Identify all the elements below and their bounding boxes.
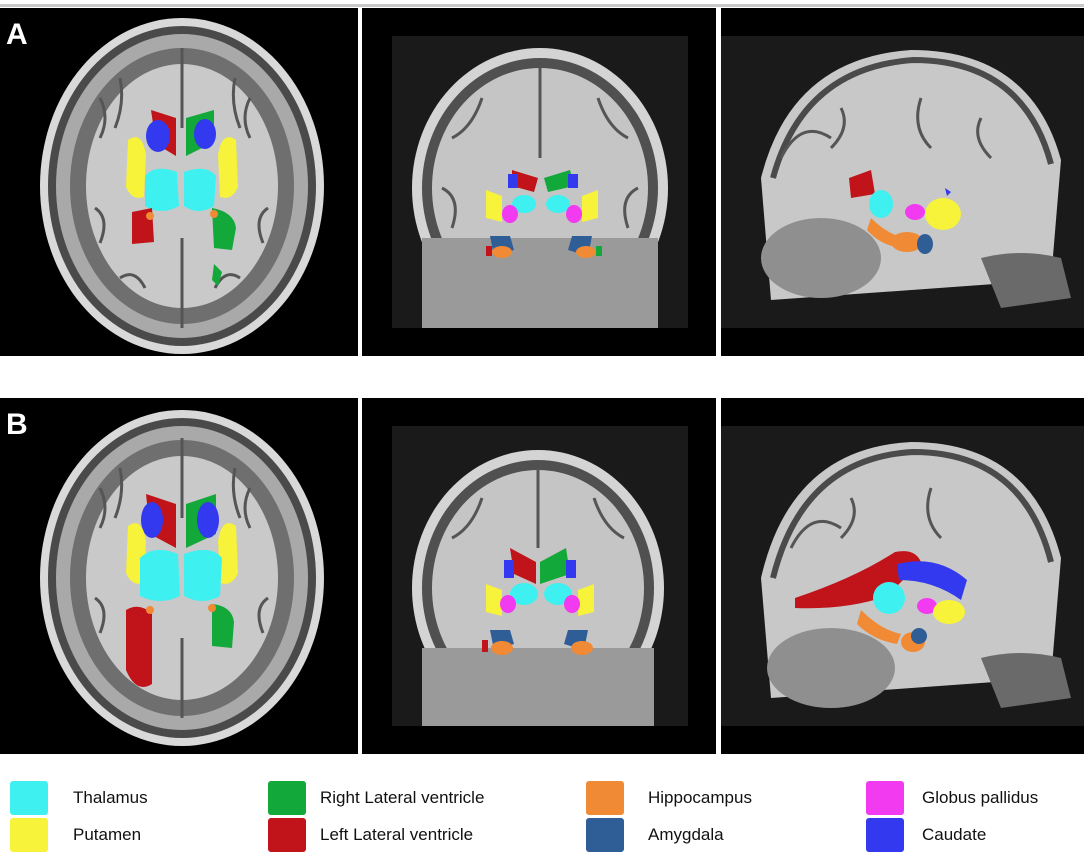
legend-item-caudate: Caudate	[866, 818, 986, 852]
row-label-a: A	[6, 18, 28, 51]
legend-label-left-lateral-ventricle: Left Lateral ventricle	[320, 825, 474, 844]
legend-swatch-hippocampus	[586, 781, 624, 815]
left-caudate-region	[146, 120, 170, 152]
sagittal-mri-panel-b	[721, 398, 1084, 754]
top-divider-line	[0, 4, 1084, 7]
coronal-brain-image-a	[392, 36, 688, 328]
figure-row-a: A	[0, 8, 1084, 356]
axial-mri-panel-a	[0, 8, 358, 356]
legend-label-caudate: Caudate	[922, 825, 987, 844]
legend-label-putamen: Putamen	[73, 825, 142, 844]
sagittal-brain-image-a	[721, 36, 1084, 328]
left-thalamus-region	[145, 168, 179, 211]
legend-item-globus-pallidus: Globus pallidus	[866, 781, 1038, 815]
legend-label-globus-pallidus: Globus pallidus	[922, 788, 1039, 807]
legend-label-hippocampus: Hippocampus	[648, 788, 752, 807]
legend-label-right-lateral-ventricle: Right Lateral ventricle	[320, 788, 485, 807]
legend-label-thalamus: Thalamus	[73, 788, 148, 807]
row-label-b: B	[6, 408, 28, 441]
legend-swatch-caudate	[866, 818, 904, 852]
left-putamen-region	[126, 137, 146, 198]
legend-item-right-lateral-ventricle: Right Lateral ventricle	[268, 781, 484, 815]
coronal-mri-panel-b	[362, 398, 716, 754]
legend-swatch-right-lateral-ventricle	[268, 781, 306, 815]
legend-swatch-left-lateral-ventricle	[268, 818, 306, 852]
legend-swatch-thalamus	[10, 781, 48, 815]
right-putamen-region	[218, 137, 238, 198]
legend-item-left-lateral-ventricle: Left Lateral ventricle	[268, 818, 473, 852]
axial-brain-image-b	[40, 410, 324, 746]
legend-swatch-putamen	[10, 818, 48, 852]
coronal-brain-image-b	[392, 426, 688, 726]
legend-label-amygdala: Amygdala	[648, 825, 724, 844]
figure-row-b: B	[0, 398, 1084, 754]
sagittal-brain-image-b	[721, 426, 1084, 726]
color-legend: Thalamus Putamen Right Lateral ventricle…	[0, 772, 1084, 864]
legend-swatch-globus-pallidus	[866, 781, 904, 815]
axial-mri-panel-b	[0, 398, 358, 754]
legend-item-amygdala: Amygdala	[586, 818, 724, 852]
legend-swatch-amygdala	[586, 818, 624, 852]
legend-item-thalamus: Thalamus	[10, 781, 148, 815]
legend-item-hippocampus: Hippocampus	[586, 781, 752, 815]
axial-brain-image-a	[40, 18, 324, 354]
coronal-mri-panel-a	[362, 8, 716, 356]
legend-item-putamen: Putamen	[10, 818, 141, 852]
right-thalamus-region	[184, 168, 216, 211]
sagittal-mri-panel-a	[721, 8, 1084, 356]
right-caudate-region	[194, 119, 216, 149]
